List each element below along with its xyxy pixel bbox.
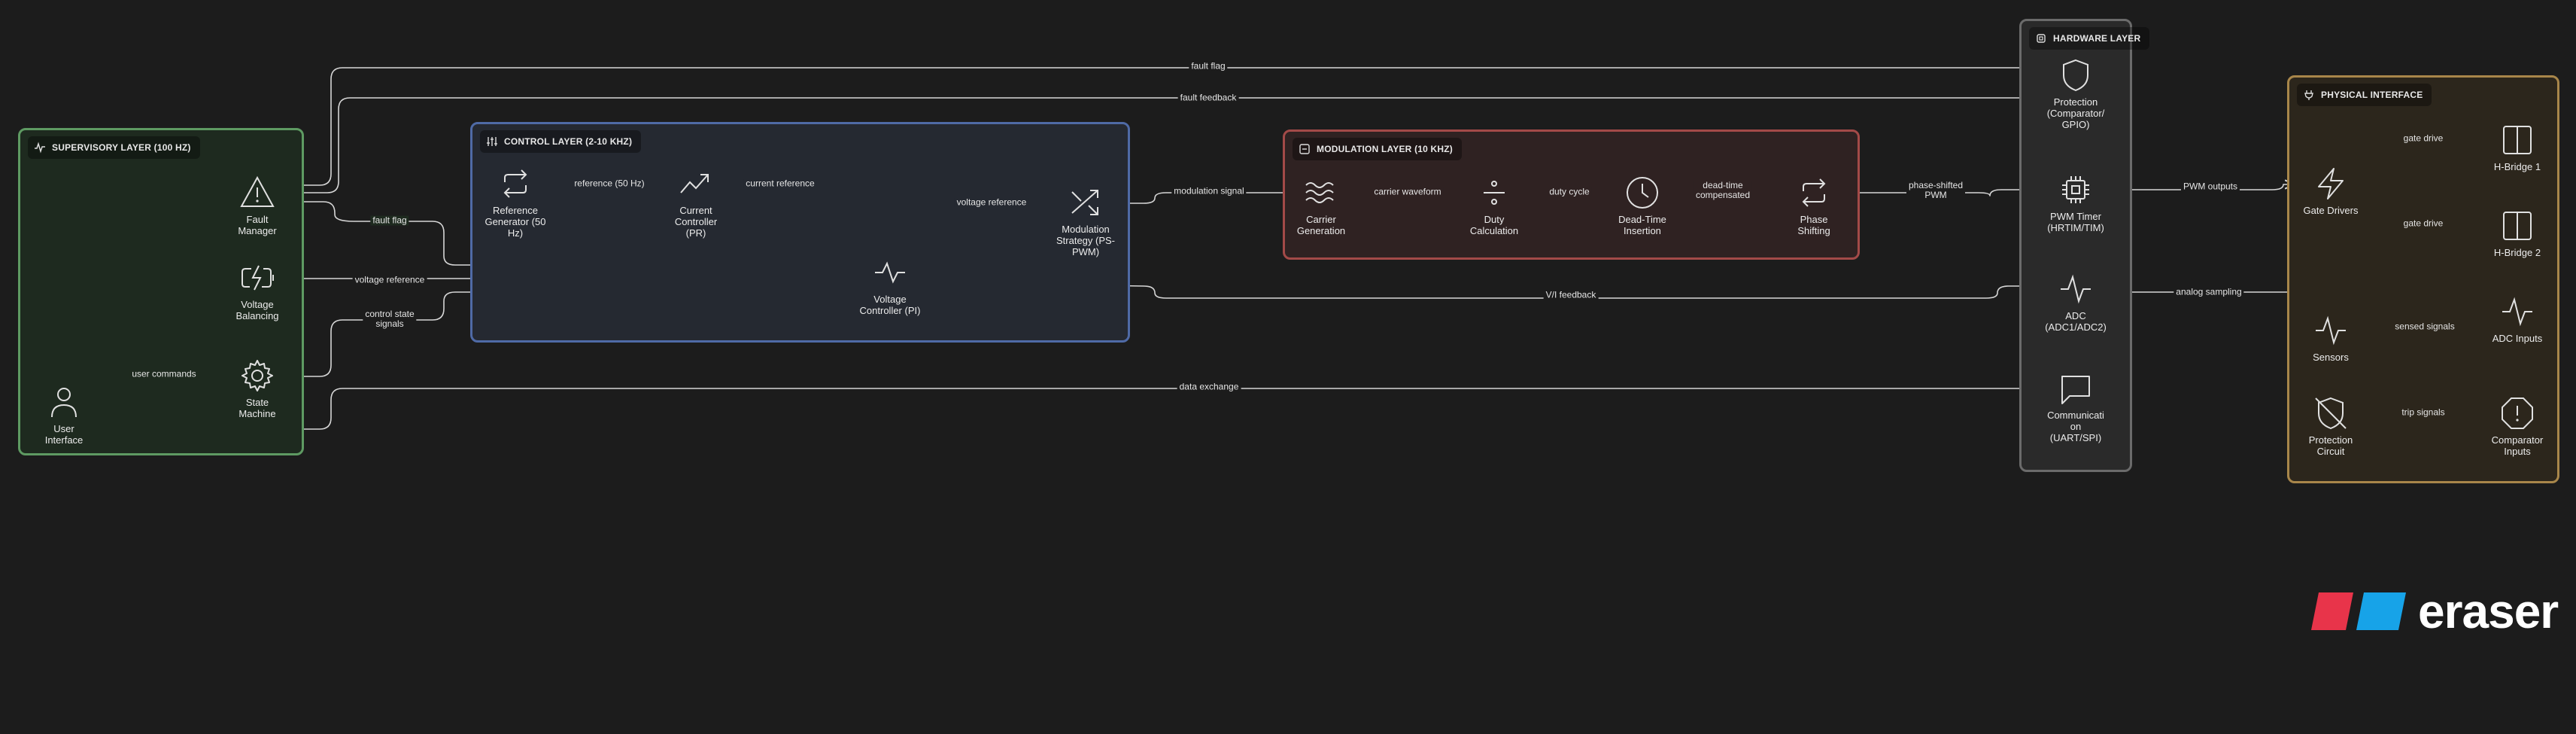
node-state-machine[interactable]: State Machine [197, 358, 317, 419]
edge-label-trip-signals: trip signals [2399, 407, 2447, 418]
repeat-icon [503, 169, 527, 198]
edge-label-current-reference: current reference [743, 178, 817, 189]
activity-icon [2502, 297, 2532, 327]
eraser-logo: eraser [2310, 583, 2559, 639]
edge-label-data-exchange: data exchange [1177, 382, 1241, 392]
node-reference-generator[interactable]: Reference Generator (50 Hz) [455, 166, 576, 239]
edge-label-user-commands: user commands [129, 369, 199, 379]
message-square-icon [2061, 376, 2090, 404]
edge-label-reference: reference (50 Hz) [572, 178, 647, 189]
node-user-interface[interactable]: User Interface [4, 384, 124, 446]
sliders-icon [487, 137, 497, 146]
edge-label-phase-shifted-pwm: phase-shifted PWM [1906, 181, 1966, 200]
physical-interface-label: PHYSICAL INTERFACE [2297, 84, 2432, 106]
control-layer-group: CONTROL LAYER (2-10 KHZ) [470, 122, 1130, 343]
node-comparator-inputs[interactable]: Comparator Inputs [2457, 395, 2576, 457]
edge-label-vi-feedback: V/I feedback [1543, 290, 1599, 300]
node-voltage-balancing[interactable]: Voltage Balancing [197, 260, 317, 321]
node-phase-shifting[interactable]: Phase Shifting [1754, 175, 1874, 236]
node-gate-drivers[interactable]: Gate Drivers [2271, 166, 2391, 216]
edge-label-duty-cycle: duty cycle [1547, 187, 1592, 197]
battery-charging-icon [242, 265, 274, 291]
edge-pwm-outputs [2095, 184, 2295, 190]
node-carrier-generation[interactable]: Carrier Generation [1261, 175, 1381, 236]
chip-icon [2037, 34, 2046, 43]
hardware-layer-label: HARDWARE LAYER [2029, 27, 2150, 50]
warning-icon [240, 175, 275, 207]
edge-label-modulation-signal: modulation signal [1171, 186, 1247, 196]
zap-icon [2318, 168, 2344, 199]
shield-off-icon [2315, 397, 2347, 430]
edge-fault-flag-top [277, 68, 2058, 185]
box-icon [1299, 144, 1310, 154]
edge-label-carrier-waveform: carrier waveform [1372, 187, 1444, 197]
edge-modulation-signal [1106, 193, 1302, 204]
node-protection-circuit[interactable]: Protection Circuit [2271, 395, 2391, 457]
node-pwm-timer[interactable]: PWM Timer (HRTIM/TIM) [2016, 172, 2136, 233]
edge-label-sensed-signals: sensed signals [2392, 321, 2457, 332]
edge-label-fault-flag-ctrl: fault flag [370, 215, 409, 226]
edge-label-pwm-outputs: PWM outputs [2180, 181, 2240, 192]
columns-icon [2503, 212, 2532, 240]
eraser-logo-mark [2311, 592, 2406, 630]
edge-label-gate-drive-2: gate drive [2401, 218, 2446, 229]
supervisory-layer-label: SUPERVISORY LAYER (100 HZ) [28, 136, 200, 159]
activity-icon [35, 142, 45, 154]
node-dead-time-insertion[interactable]: Dead-Time Insertion [1582, 175, 1703, 236]
octagon-alert-icon [2502, 397, 2533, 429]
edge-fault-feedback [277, 97, 2058, 193]
trending-up-icon [680, 174, 709, 193]
edge-data-exchange [90, 388, 2058, 430]
edge-label-gate-drive-1: gate drive [2401, 133, 2446, 144]
node-communication[interactable]: Communicati on (UART/SPI) [2016, 370, 2136, 443]
node-adc[interactable]: ADC (ADC1/ADC2) [2016, 271, 2136, 333]
edge-label-voltage-reference-sup: voltage reference [352, 275, 427, 285]
node-modulation-strategy[interactable]: Modulation Strategy (PS- PWM) [1025, 184, 1146, 257]
modulation-layer-label: MODULATION LAYER (10 KHZ) [1293, 138, 1463, 160]
activity-icon [2316, 315, 2346, 346]
edge-phase-shifted-pwm [1832, 190, 2058, 196]
clock-icon [1627, 177, 1658, 209]
cpu-icon [2062, 176, 2089, 203]
gear-icon [242, 360, 273, 391]
shuffle-icon [1071, 190, 1098, 215]
node-duty-calculation[interactable]: Duty Calculation [1434, 175, 1554, 236]
node-adc-inputs[interactable]: ADC Inputs [2457, 294, 2576, 344]
user-icon [51, 388, 77, 418]
control-layer-label: CONTROL LAYER (2-10 KHZ) [480, 130, 642, 153]
edge-label-dead-time-compensated: dead-time compensated [1693, 181, 1753, 200]
node-fault-manager[interactable]: Fault Manager [197, 175, 317, 236]
waves-icon [1305, 182, 1334, 203]
node-h-bridge-2[interactable]: H-Bridge 2 [2457, 208, 2576, 258]
edge-label-control-state-signals: control state signals [363, 309, 417, 329]
plug-icon [2304, 90, 2313, 100]
repeat-icon [1802, 178, 1826, 207]
edge-label-voltage-reference-ctrl: voltage reference [954, 197, 1029, 208]
edge-label-analog-sampling: analog sampling [2174, 287, 2244, 297]
edge-label-fault-feedback: fault feedback [1177, 93, 1239, 103]
node-current-controller[interactable]: Current Controller (PR) [636, 166, 756, 239]
node-sensors[interactable]: Sensors [2271, 312, 2391, 363]
node-h-bridge-1[interactable]: H-Bridge 1 [2457, 122, 2576, 172]
divide-icon [1484, 181, 1505, 205]
node-protection[interactable]: Protection (Comparator/ GPIO) [2016, 57, 2136, 130]
activity-icon [2061, 274, 2091, 304]
node-voltage-controller[interactable]: Voltage Controller (PI) [830, 254, 950, 316]
activity-icon [875, 261, 905, 284]
eraser-wordmark: eraser [2418, 584, 2559, 638]
edge-label-fault-flag-top: fault flag [1189, 61, 1228, 72]
shield-icon [2063, 59, 2088, 92]
columns-icon [2503, 126, 2532, 154]
